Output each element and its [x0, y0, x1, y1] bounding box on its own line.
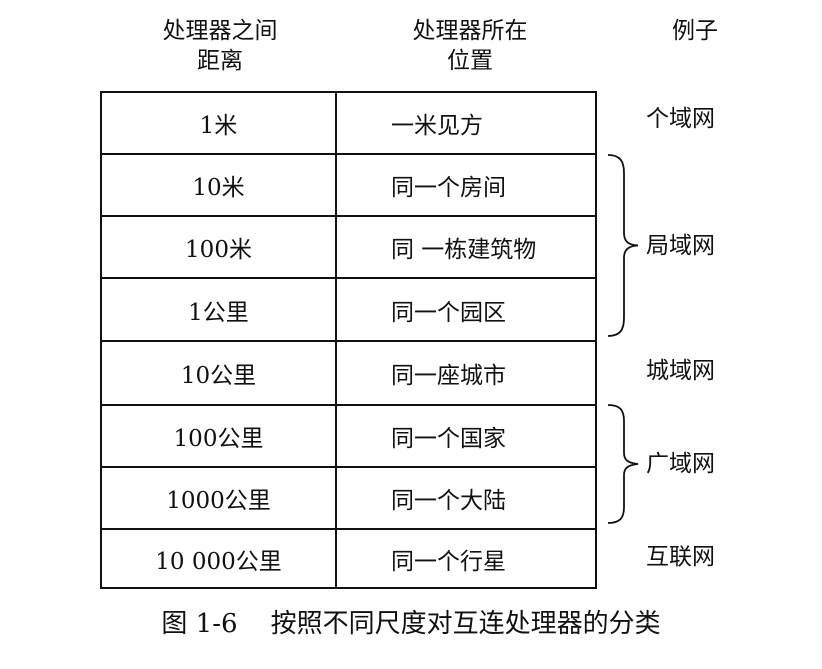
distance-cell: 100米 — [102, 217, 337, 277]
header-distance: 处理器之间 距离 — [162, 18, 278, 74]
figure-caption: 图 1-6 按照不同尺度对互连处理器的分类 — [161, 609, 661, 639]
table-row: 10公里 同一座城市 — [102, 340, 595, 404]
example-personal-area-network: 个域网 — [646, 106, 715, 132]
table-row: 1000公里 同一个大陆 — [102, 466, 595, 528]
header-location: 处理器所在 位置 — [412, 18, 528, 74]
location-cell: 同 一栋建筑物 — [391, 237, 537, 263]
table-row: 100米 同 一栋建筑物 — [102, 215, 595, 277]
distance-cell: 10米 — [102, 155, 337, 215]
location-cell: 同一个大陆 — [391, 488, 506, 514]
brace-icon — [607, 404, 639, 524]
location-cell: 同一个房间 — [391, 175, 506, 201]
table-row: 10米 同一个房间 — [102, 153, 595, 215]
location-cell: 同一个国家 — [391, 426, 506, 452]
example-local-area-network: 局域网 — [646, 233, 715, 259]
distance-cell: 1公里 — [102, 279, 337, 340]
location-cell: 同一个行星 — [391, 548, 506, 575]
classification-table: 1米 一米见方 10米 同一个房间 100米 同 一栋建筑物 1公里 同一个园区… — [100, 91, 597, 589]
distance-cell: 100公里 — [102, 406, 337, 466]
distance-cell: 10 000公里 — [102, 530, 337, 587]
table-row: 100公里 同一个国家 — [102, 404, 595, 466]
brace-icon — [607, 154, 639, 337]
table-row: 1米 一米见方 — [102, 93, 595, 153]
example-metropolitan-area-network: 城域网 — [646, 358, 715, 384]
table-row: 10 000公里 同一个行星 — [102, 528, 595, 587]
example-internet: 互联网 — [646, 544, 715, 570]
distance-cell: 1米 — [102, 93, 337, 153]
location-cell: 同一座城市 — [391, 363, 506, 389]
distance-cell: 1000公里 — [102, 468, 337, 528]
location-cell: 同一个园区 — [391, 299, 506, 326]
table-row: 1公里 同一个园区 — [102, 277, 595, 340]
example-wide-area-network: 广域网 — [646, 451, 715, 477]
header-example: 例子 — [672, 18, 718, 44]
distance-cell: 10公里 — [102, 342, 337, 404]
location-cell: 一米见方 — [391, 113, 483, 139]
